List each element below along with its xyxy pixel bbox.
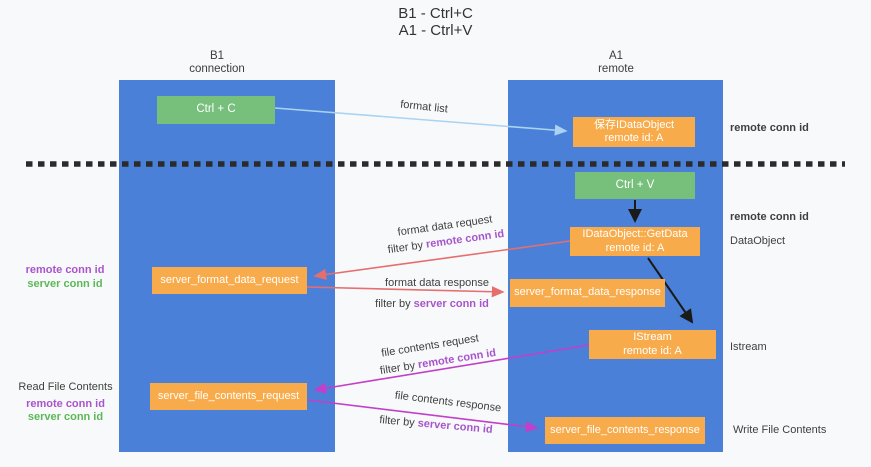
right-remote-conn-id-mid: remote conn id [730,211,809,223]
lane-b1-role: connection [189,63,245,75]
right-remote-conn-id-top: remote conn id [730,122,809,134]
node-ctrl-c: Ctrl + C [157,96,275,124]
server-conn-id-text: server conn id [417,417,494,436]
filter-by-text: filter by [379,359,420,378]
server-conn-id-text: server conn id [413,298,489,310]
left-remote-conn-id-bottom: remote conn id [26,397,105,410]
node-istream: IStream remote id: A [589,330,716,359]
node-server-file-contents-request: server_file_contents_request [150,383,307,410]
node-getdata-title: IDataObject::GetData [582,228,688,240]
node-getdata-subtitle: remote id: A [605,241,665,254]
left-remote-conn-id-mid: remote conn id [25,264,105,276]
filter-by-text: filter by [378,414,419,430]
node-server-file-contents-response: server_file_contents_response [545,417,705,444]
right-label-write-file-contents: Write File Contents [733,424,827,436]
node-istream-subtitle: remote id: A [623,344,682,357]
filter-by-text: filter by [387,238,427,257]
label-format-data-response: format data response [385,277,489,289]
label-filter-server-1: filter by server conn id [375,298,489,310]
left-server-conn-id-bottom: server conn id [27,411,104,423]
lane-a1-name: A1 [608,50,624,62]
left-server-conn-id-mid: server conn id [27,277,103,290]
label-format-list: format list [399,98,449,116]
label-file-contents-response: file contents response [394,389,502,415]
title-line-1: B1 - Ctrl+C [398,5,473,22]
node-save-idataobject-subtitle: remote id: A [604,132,664,144]
lane-header-b1: B1 connection [189,50,245,76]
node-idataobject-getdata: IDataObject::GetData remote id: A [570,227,700,256]
right-label-dataobject: DataObject [730,235,786,247]
lane-a1-role: remote [598,63,634,75]
node-server-format-data-request: server_format_data_request [152,267,307,294]
left-conn-id-group-mid: remote conn id server conn id [15,264,115,291]
left-label-read-file-contents: Read File Contents [18,381,113,393]
node-save-idataobject-title: 保存IDataObject [593,118,675,131]
diagram-title: B1 - Ctrl+C A1 - Ctrl+V [0,5,871,39]
node-ctrl-v: Ctrl + V [575,172,695,199]
lane-b1-name: B1 [209,50,225,62]
lane-header-a1: A1 remote [598,50,634,76]
node-server-format-data-response: server_format_data_response [510,279,665,307]
left-conn-id-group-bottom: Read File Contents remote conn id server… [13,381,118,425]
title-line-2: A1 - Ctrl+V [398,22,473,39]
right-label-istream: Istream [730,341,767,353]
filter-by-text: filter by [375,298,414,310]
label-filter-server-2: filter by server conn id [379,414,493,436]
node-save-idataobject: 保存IDataObject remote id: A [573,117,695,147]
node-istream-title: IStream [633,331,672,343]
